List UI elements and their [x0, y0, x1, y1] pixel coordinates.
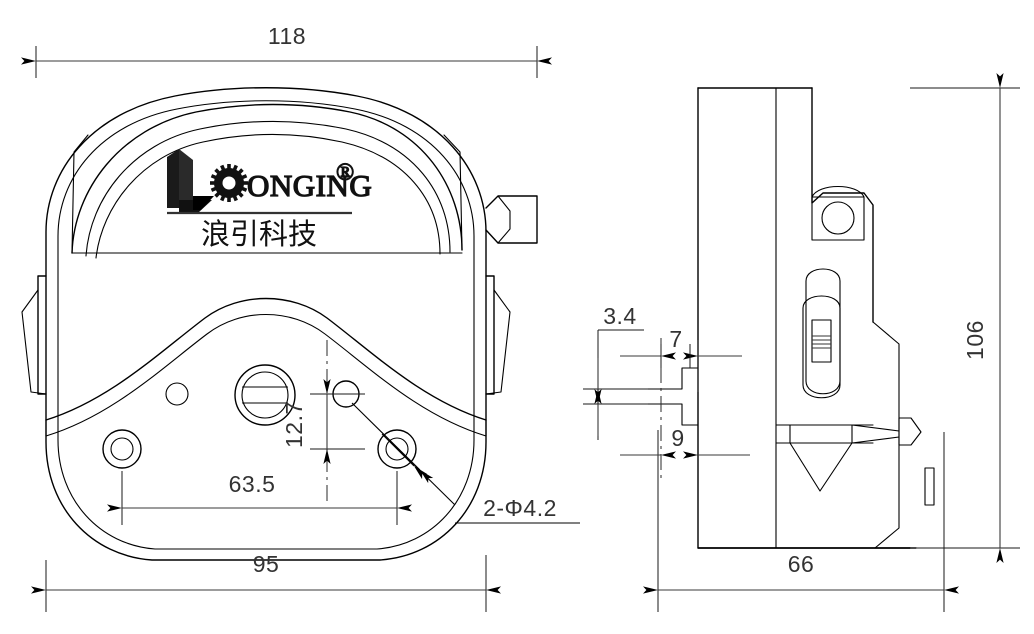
front-outlet-nozzle-taper	[497, 195, 511, 244]
dim-label-63p5: 63.5	[229, 471, 276, 497]
dim-label-9: 9	[671, 425, 684, 451]
side-detail-tab-geometry	[638, 367, 699, 426]
side-nozzle-taper-top	[851, 424, 900, 432]
side-slider-outer	[805, 268, 841, 395]
front-outer-shell	[45, 87, 487, 561]
front-lower-right-hole-inner	[385, 437, 409, 461]
side-view-geometry	[697, 87, 935, 549]
side-knob-dome	[811, 186, 865, 198]
brand-logo-group: ONGING ® 浪引科技	[167, 149, 372, 251]
leader-hole-lower-arrow	[381, 433, 428, 480]
side-slider-inner	[802, 295, 841, 399]
side-right-tab	[924, 467, 935, 506]
front-lower-right-hole-outer	[377, 429, 417, 469]
front-outlet-nozzle	[485, 195, 538, 244]
front-view-geometry	[21, 87, 538, 561]
side-slider-grip-lines	[812, 335, 831, 349]
front-small-hole	[165, 382, 189, 406]
front-shell-offset	[57, 100, 475, 550]
side-head-cover	[811, 87, 874, 323]
logo-wordmark: ONGING	[247, 168, 372, 203]
dim-label-66: 66	[788, 551, 815, 577]
logo-gear-o-icon	[210, 164, 248, 202]
leader-hole-lower	[389, 440, 456, 506]
front-right-tab-inner	[485, 289, 511, 395]
dim-label-118: 118	[268, 23, 306, 49]
side-nozzle-tip	[898, 417, 922, 446]
dim-label-106: 106	[962, 320, 988, 360]
front-right-tab	[485, 275, 495, 395]
front-center-screw-outer	[234, 364, 296, 426]
logo-registered-icon: ®	[336, 160, 354, 186]
side-knob-box	[811, 196, 865, 241]
dim-label-3p4: 3.4	[603, 303, 636, 329]
logo-chinese-name: 浪引科技	[201, 217, 317, 251]
side-knob-circle	[821, 201, 855, 235]
front-rotor-band-bottom	[45, 313, 487, 437]
front-lid-inner-1	[85, 120, 451, 257]
front-lower-left-hole-inner	[110, 437, 134, 461]
dim-label-hole-callout: 2-Φ4.2	[483, 495, 557, 521]
side-slider-knob	[811, 319, 832, 363]
logo-l-mark	[167, 149, 214, 212]
front-rotor-band-top	[45, 297, 487, 421]
side-head-plate	[872, 321, 900, 431]
side-v-channel	[789, 442, 853, 492]
dim-label-95: 95	[253, 551, 280, 577]
side-view-dimensions: 106 66 3.4 7 9	[583, 73, 1020, 612]
front-lid-right-notch	[443, 134, 463, 251]
front-view-dimensions: 118 95 63.5 12.7 2-Φ4.2	[21, 23, 580, 612]
front-lid-left-notch	[71, 134, 89, 254]
side-main-block	[697, 87, 911, 549]
dim-label-12p7: 12.7	[281, 401, 307, 448]
side-lower-right-profile	[874, 429, 900, 549]
side-nozzle-taper-bottom	[851, 436, 900, 444]
front-left-tab-inner	[21, 289, 47, 395]
front-lid-inner-2	[95, 133, 441, 259]
front-lid-outer	[71, 103, 463, 254]
front-center-screw-inner	[241, 371, 289, 419]
dim-label-7: 7	[669, 326, 682, 352]
front-lower-left-hole-outer	[102, 429, 142, 469]
front-left-tab	[37, 275, 47, 395]
